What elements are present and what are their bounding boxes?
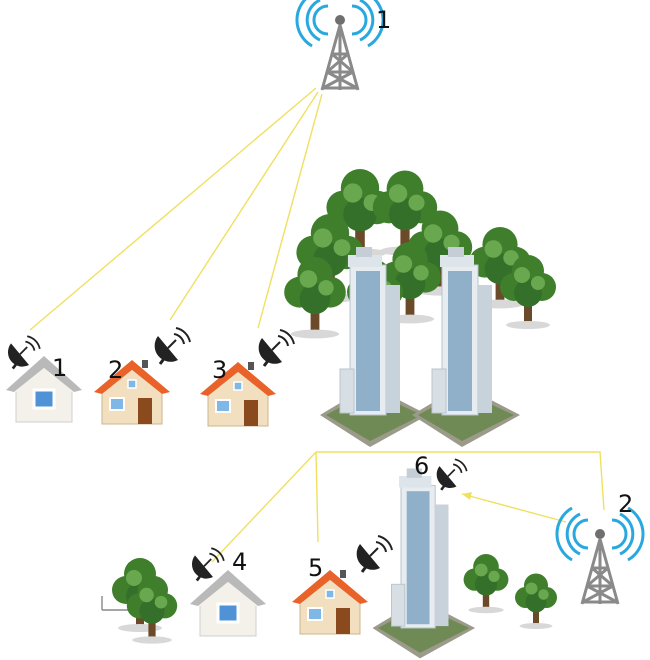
house-1-label: 1 (52, 354, 67, 382)
house-2-label: 2 (108, 356, 123, 384)
tower-2-label: 2 (618, 490, 633, 518)
building-6: 6 (372, 452, 476, 659)
satellite-dish-icon (190, 546, 226, 582)
link-tower-2-house-5 (315, 451, 319, 543)
arrow-head-building-6 (462, 492, 472, 500)
house-4-label: 4 (232, 548, 247, 576)
link-tower-1-house-3 (257, 93, 323, 329)
house-icon (291, 569, 369, 635)
tower-1-label: 1 (376, 6, 391, 34)
satellite-dish-icon (257, 328, 296, 368)
link-tower-1-house-2 (169, 91, 319, 321)
cell-tower-icon (295, 0, 385, 92)
tower-2: 2 (555, 490, 645, 606)
tree-icon (463, 554, 509, 614)
link-lines (29, 87, 605, 611)
building-6-label: 6 (414, 452, 429, 480)
house-3: 3 (199, 328, 296, 427)
tree-cluster (284, 169, 556, 339)
link-tower-2-bus (316, 451, 605, 511)
house-3-label: 3 (212, 356, 227, 384)
house-1: 1 (4, 334, 84, 424)
cell-tower-icon (555, 506, 645, 606)
link-tower-2-house-4 (211, 451, 317, 563)
link-tower-2-building-6 (461, 493, 567, 523)
tower-1: 1 (295, 0, 391, 92)
skyscraper-icon (372, 467, 476, 659)
satellite-dish-icon (6, 334, 42, 370)
link-tower-1-house-1 (29, 87, 317, 331)
house-5-label: 5 (308, 554, 323, 582)
tree-icon (515, 573, 557, 629)
house-icon (4, 354, 84, 424)
satellite-dish-icon (355, 534, 394, 574)
house-4: 4 (188, 546, 268, 638)
house-icon (188, 568, 268, 638)
satellite-dish-icon (153, 326, 192, 366)
house-2: 2 (93, 326, 192, 425)
house-5: 5 (291, 534, 394, 635)
satellite-dish-icon (435, 458, 468, 492)
house-icon (93, 359, 171, 425)
